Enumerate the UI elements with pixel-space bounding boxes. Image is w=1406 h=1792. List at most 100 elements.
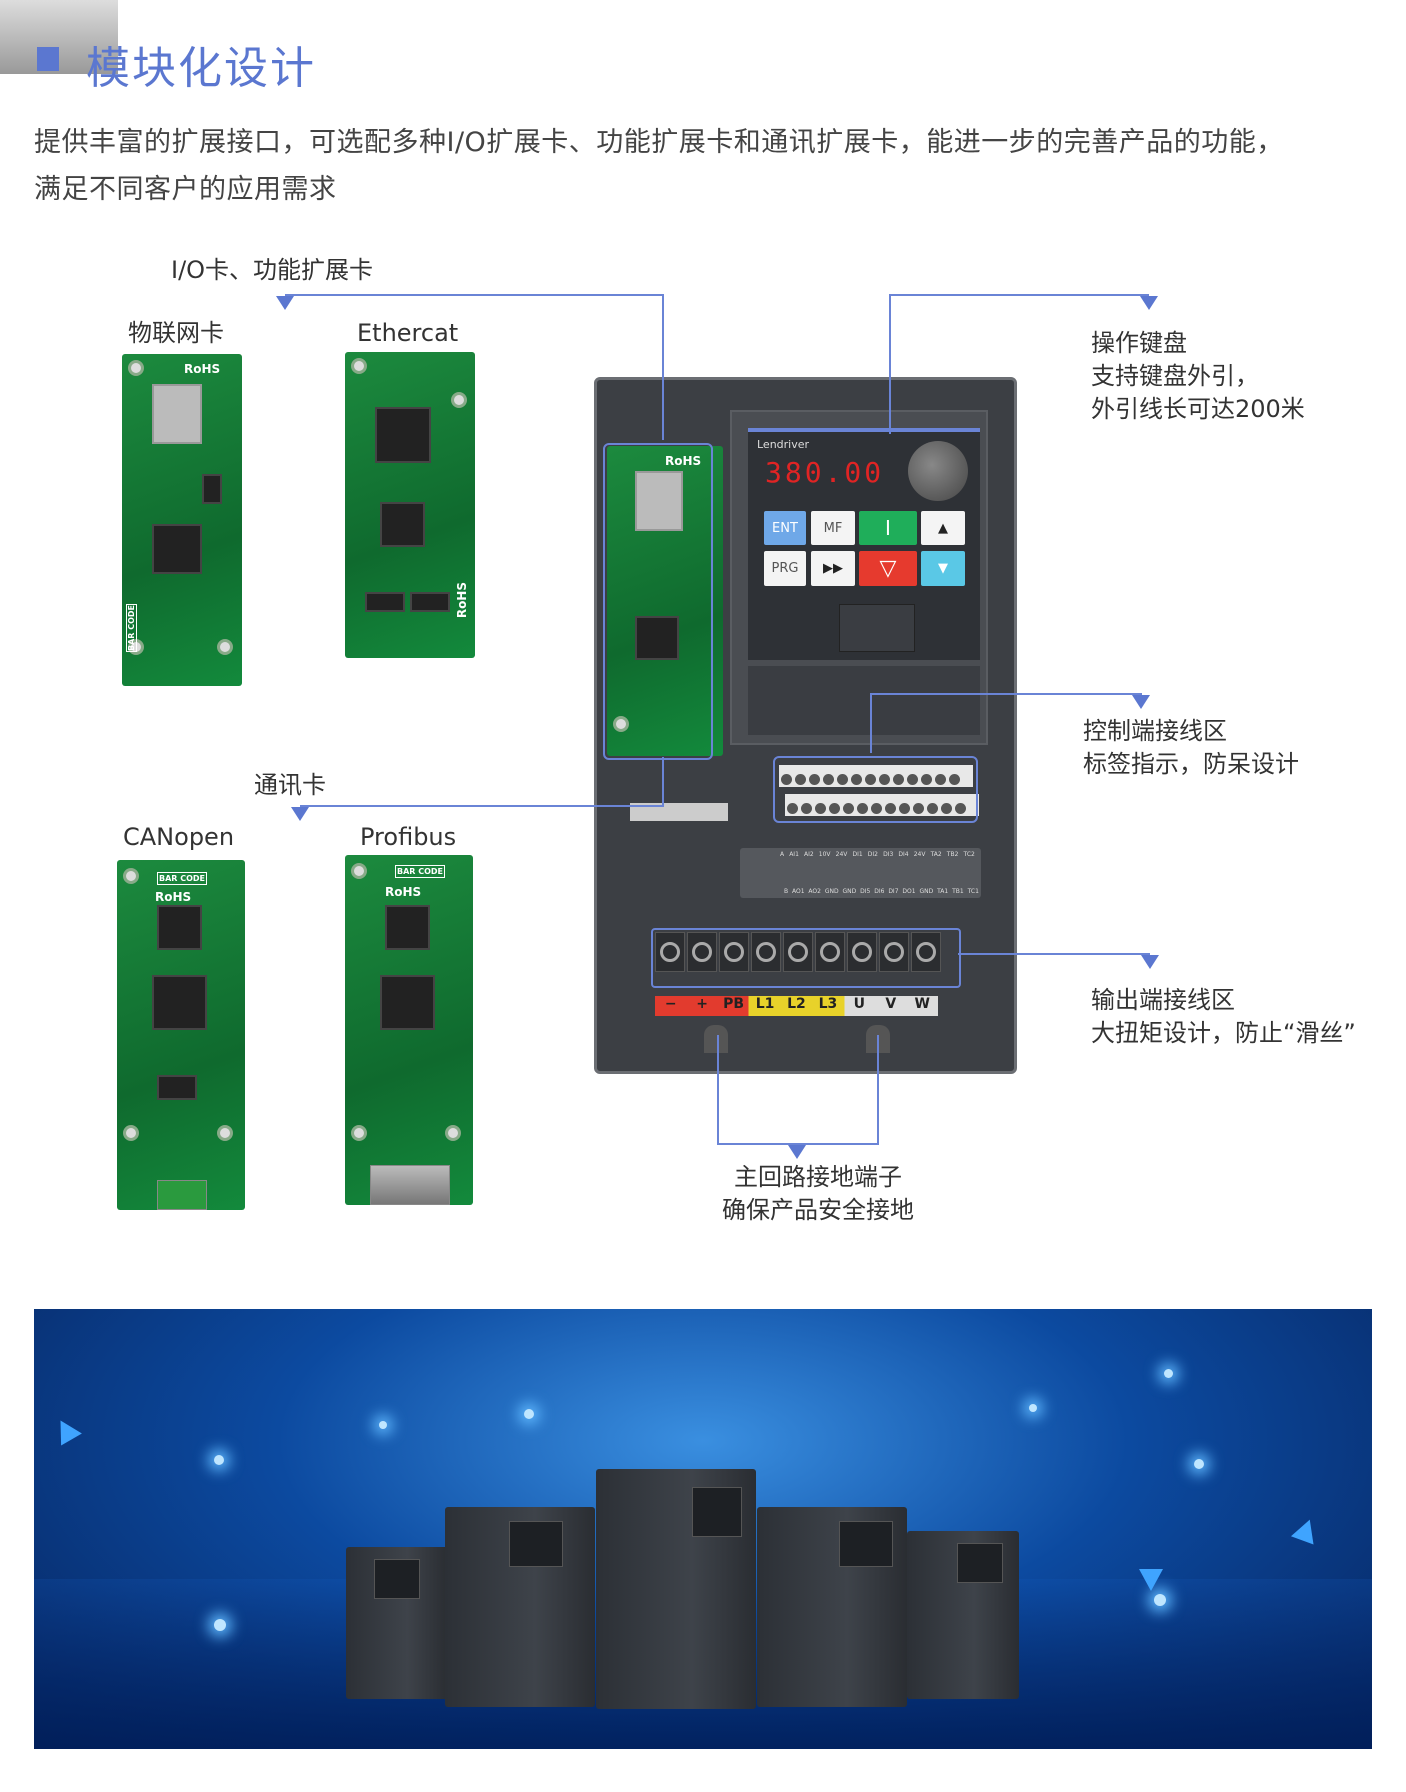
terminal-label: 24V bbox=[913, 851, 926, 858]
stop-button[interactable]: ▽ bbox=[859, 551, 917, 586]
power-label: PB bbox=[723, 996, 745, 1012]
power-terminal-screw bbox=[911, 932, 941, 972]
power-terminal-screw bbox=[719, 932, 749, 972]
terminal-label: TA1 bbox=[937, 888, 949, 895]
arrow-control bbox=[1132, 695, 1150, 709]
terminal-label: DI4 bbox=[898, 851, 909, 858]
terminal-label: TC1 bbox=[967, 888, 979, 895]
power-terminal-screw bbox=[815, 932, 845, 972]
power-terminal-labels: − + PB L1 L2 L3 U V W bbox=[655, 996, 938, 1016]
power-label: V bbox=[885, 996, 897, 1012]
power-label: − bbox=[664, 996, 677, 1012]
arrow-output bbox=[1141, 955, 1159, 969]
up-button[interactable]: ▲ bbox=[921, 511, 965, 545]
terminal-label: TA2 bbox=[930, 851, 942, 858]
terminal-label: A bbox=[780, 851, 785, 858]
product-family-banner bbox=[34, 1309, 1372, 1749]
terminal-label: DI1 bbox=[852, 851, 863, 858]
ethercat-card-image: RoHS bbox=[345, 352, 475, 658]
drive-large-center bbox=[596, 1469, 756, 1709]
terminal-label: DI6 bbox=[874, 888, 885, 895]
control-terminal-row-top bbox=[779, 765, 973, 787]
profibus-card-image: BAR CODE RoHS bbox=[345, 855, 473, 1205]
power-label: W bbox=[914, 996, 930, 1012]
intro-line-2: 满足不同客户的应用需求 bbox=[34, 174, 337, 205]
prg-button[interactable]: PRG bbox=[764, 551, 806, 586]
arrow-ground bbox=[788, 1145, 806, 1159]
terminal-label: GND bbox=[842, 888, 857, 895]
power-terminal-screw bbox=[847, 932, 877, 972]
control-terminal-highlight bbox=[773, 756, 978, 823]
group-label-io: I/O卡、功能扩展卡 bbox=[171, 256, 374, 284]
terminal-label: GND bbox=[824, 888, 839, 895]
card-name-canopen: CANopen bbox=[123, 823, 235, 851]
terminal-label: DI2 bbox=[867, 851, 879, 858]
display-readout: 380.00 bbox=[765, 456, 885, 489]
power-terminal-screw bbox=[751, 932, 781, 972]
card-name-profibus: Profibus bbox=[360, 823, 457, 851]
blank-panel bbox=[748, 666, 980, 735]
group-label-comm: 通讯卡 bbox=[254, 771, 326, 799]
power-terminal-screw bbox=[687, 932, 717, 972]
drive-small-left bbox=[346, 1547, 448, 1699]
terminal-label: TB2 bbox=[946, 851, 959, 858]
callout-keypad: 操作键盘支持键盘外引，外引线长可达200米 bbox=[1091, 329, 1305, 423]
keypad-port-cover bbox=[839, 604, 915, 652]
power-label: + bbox=[696, 996, 709, 1012]
intro-line-1: 提供丰富的扩展接口，可选配多种I/O扩展卡、功能扩展卡和通讯扩展卡，能进一步的完… bbox=[34, 127, 1284, 158]
shift-button[interactable]: ▶▶ bbox=[811, 551, 855, 586]
power-terminal-screw bbox=[783, 932, 813, 972]
terminal-label: AO2 bbox=[808, 888, 821, 895]
callout-ground: 主回路接地端子确保产品安全接地 bbox=[722, 1163, 914, 1224]
power-label: L1 bbox=[755, 996, 775, 1012]
card-mounting-bracket bbox=[630, 803, 728, 821]
power-label: L2 bbox=[787, 996, 806, 1012]
terminal-label: TB1 bbox=[952, 888, 964, 895]
terminal-label: B bbox=[784, 888, 789, 895]
drive-small-right bbox=[907, 1531, 1019, 1699]
terminal-label: GND bbox=[919, 888, 934, 895]
power-label: L3 bbox=[818, 996, 838, 1012]
power-label: U bbox=[853, 996, 866, 1012]
card-name-ethercat: Ethercat bbox=[357, 319, 459, 347]
drive-medium-right bbox=[757, 1507, 907, 1707]
terminal-label: AI2 bbox=[804, 851, 814, 858]
down-button[interactable]: ▼ bbox=[921, 551, 965, 586]
ground-lug-left bbox=[704, 1025, 728, 1053]
arrow-comm-cards bbox=[291, 807, 309, 821]
potentiometer-knob[interactable] bbox=[908, 441, 968, 501]
terminal-label: 24V bbox=[835, 851, 848, 858]
callout-control: 控制端接线区标签指示，防呆设计 bbox=[1083, 717, 1299, 778]
comm-card-highlight bbox=[603, 443, 713, 760]
arrow-io-cards bbox=[276, 296, 294, 310]
inverter-drive-image: Lendriver 380.00 ENT MF I ▲ PRG ▶▶ ▽ ▼ R… bbox=[594, 377, 1017, 1074]
power-terminal-highlight bbox=[651, 928, 961, 988]
ethercat-rj45-ports bbox=[0, 0, 118, 74]
terminal-label: DI3 bbox=[883, 851, 894, 858]
card-name-iot: 物联网卡 bbox=[128, 319, 224, 347]
brand-label: Lendriver bbox=[757, 438, 810, 451]
terminal-label: DI7 bbox=[888, 888, 899, 895]
arrow-keypad bbox=[1140, 296, 1158, 310]
page-title: 模块化设计 bbox=[86, 43, 316, 94]
terminal-label: AO1 bbox=[792, 888, 805, 895]
control-terminal-row-bottom bbox=[785, 794, 979, 816]
run-button[interactable]: I bbox=[859, 511, 917, 545]
mf-button[interactable]: MF bbox=[811, 511, 855, 545]
iot-card-image: RoHS BAR CODE bbox=[122, 354, 242, 686]
canopen-card-image: BAR CODE RoHS bbox=[117, 860, 245, 1210]
ent-button[interactable]: ENT bbox=[764, 511, 806, 545]
callout-output: 输出端接线区大扭矩设计，防止“滑丝” bbox=[1091, 986, 1356, 1047]
title-marker bbox=[37, 47, 59, 71]
terminal-label: TC2 bbox=[963, 851, 975, 858]
power-terminal-screw bbox=[879, 932, 909, 972]
installed-comm-card: RoHS bbox=[607, 446, 723, 756]
terminal-label: 10V bbox=[818, 851, 831, 858]
terminal-label: DI5 bbox=[860, 888, 871, 895]
terminal-label: AI1 bbox=[789, 851, 799, 858]
power-terminal-block bbox=[655, 932, 941, 972]
drive-medium-left bbox=[445, 1507, 595, 1707]
terminal-label: DO1 bbox=[902, 888, 916, 895]
power-terminal-screw bbox=[655, 932, 685, 972]
